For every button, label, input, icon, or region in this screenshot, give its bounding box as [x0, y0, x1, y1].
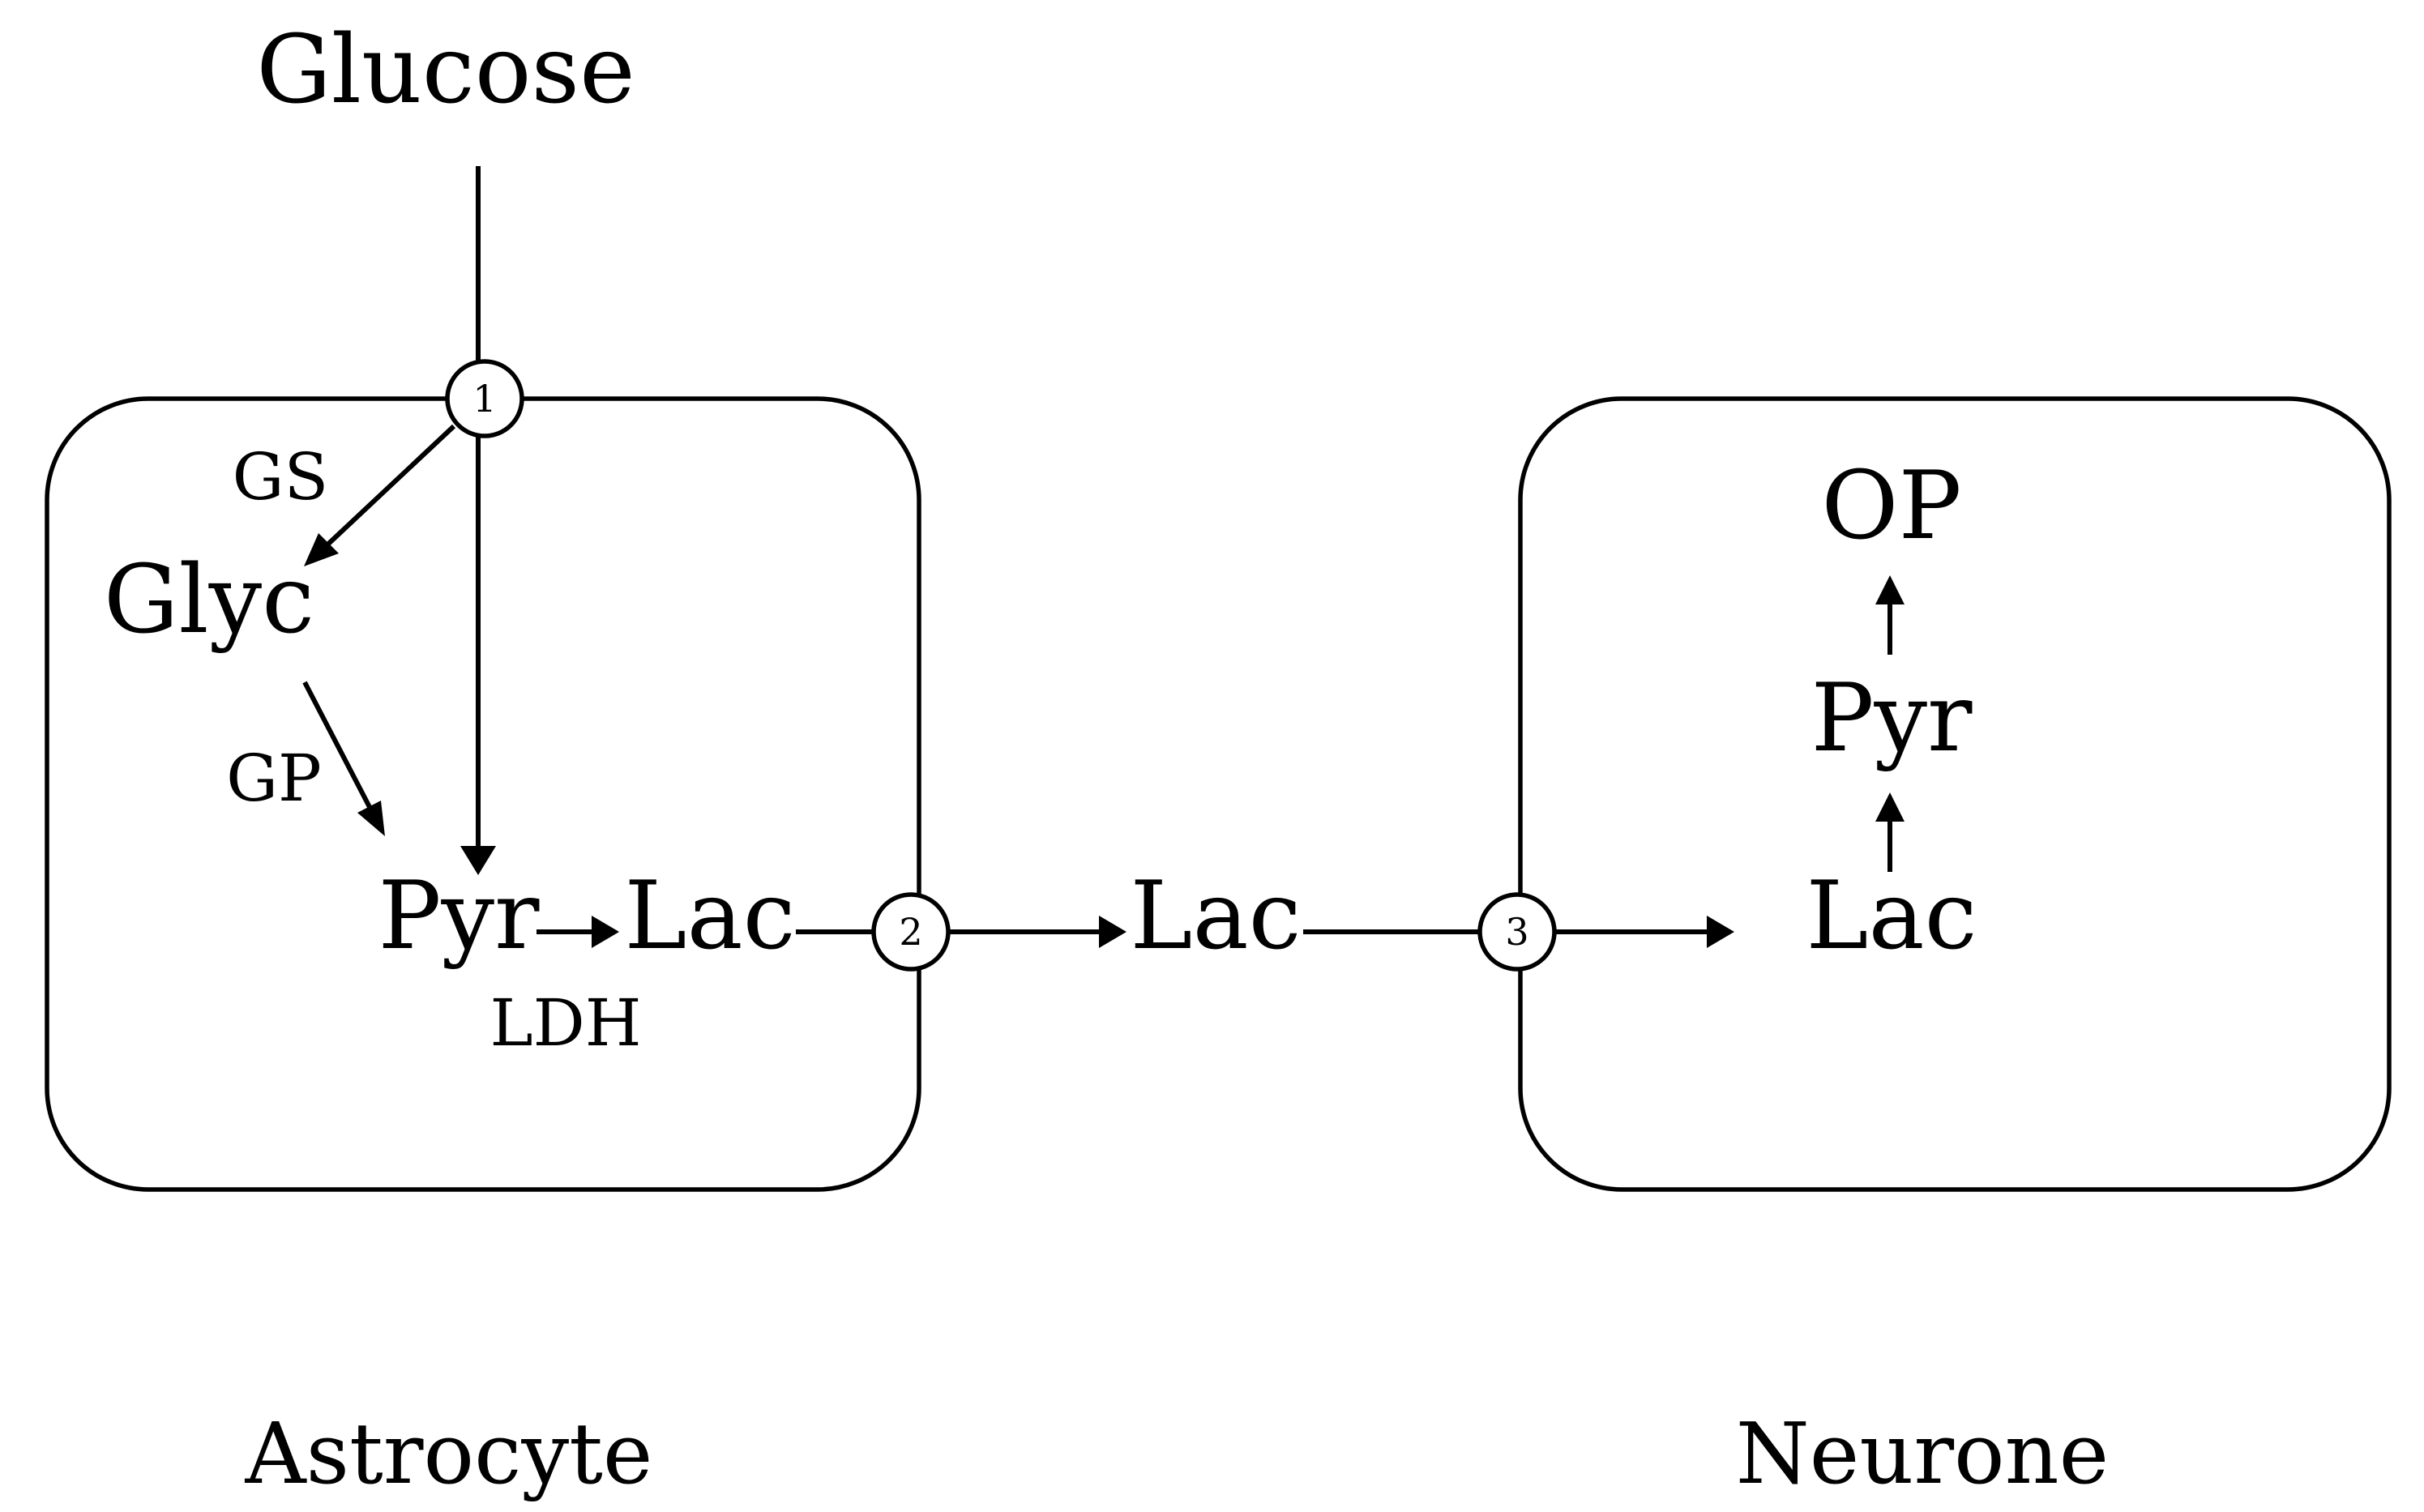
transporter-3-circle	[1477, 892, 1557, 972]
pyruvate-neurone-label: Pyr	[1811, 664, 1973, 773]
op-label: OP	[1821, 451, 1961, 561]
transporter-1-label: 1	[472, 377, 496, 421]
ldh-enzyme-label: LDH	[490, 985, 641, 1061]
transporter-2-circle	[871, 892, 951, 972]
transporter-2: 2	[871, 892, 951, 972]
glucose-to-pyr-arrowhead	[460, 846, 496, 875]
glycogen-label: Glyc	[104, 545, 314, 655]
lac-import-arrowhead	[1707, 916, 1734, 948]
glucose-label: Glucose	[256, 15, 635, 125]
transporter-1-circle	[445, 359, 524, 438]
transporter-1: 1	[445, 359, 524, 438]
lac-export-arrowhead	[1099, 916, 1126, 948]
gs-arrowhead	[304, 533, 339, 566]
lactate-neurone-label: Lac	[1806, 861, 1977, 971]
neurone-label: Neurone	[1736, 1404, 2109, 1503]
transporter-2-label: 2	[899, 910, 922, 954]
neurone-cell-outline	[1518, 396, 2392, 1192]
gp-arrowhead	[357, 801, 385, 836]
transporter-3-label: 3	[1505, 910, 1528, 954]
ldh-arrowhead	[592, 916, 619, 948]
gp-enzyme-label: GP	[226, 741, 322, 816]
gp-arrow-line	[302, 681, 372, 809]
neurone-lac-to-pyr-arrowhead	[1875, 792, 1905, 822]
gs-enzyme-label: GS	[233, 439, 329, 515]
transporter-3: 3	[1477, 892, 1557, 972]
gs-arrow-line	[322, 424, 456, 550]
astrocyte-cell-outline	[45, 396, 921, 1192]
lactate-extracellular-label: Lac	[1130, 861, 1301, 971]
pyruvate-astrocyte-label: Pyr	[378, 861, 540, 971]
lactate-astrocyte-label: Lac	[624, 861, 795, 971]
neurone-pyr-to-op-arrowhead	[1875, 575, 1905, 604]
astrocyte-label: Astrocyte	[245, 1404, 653, 1503]
